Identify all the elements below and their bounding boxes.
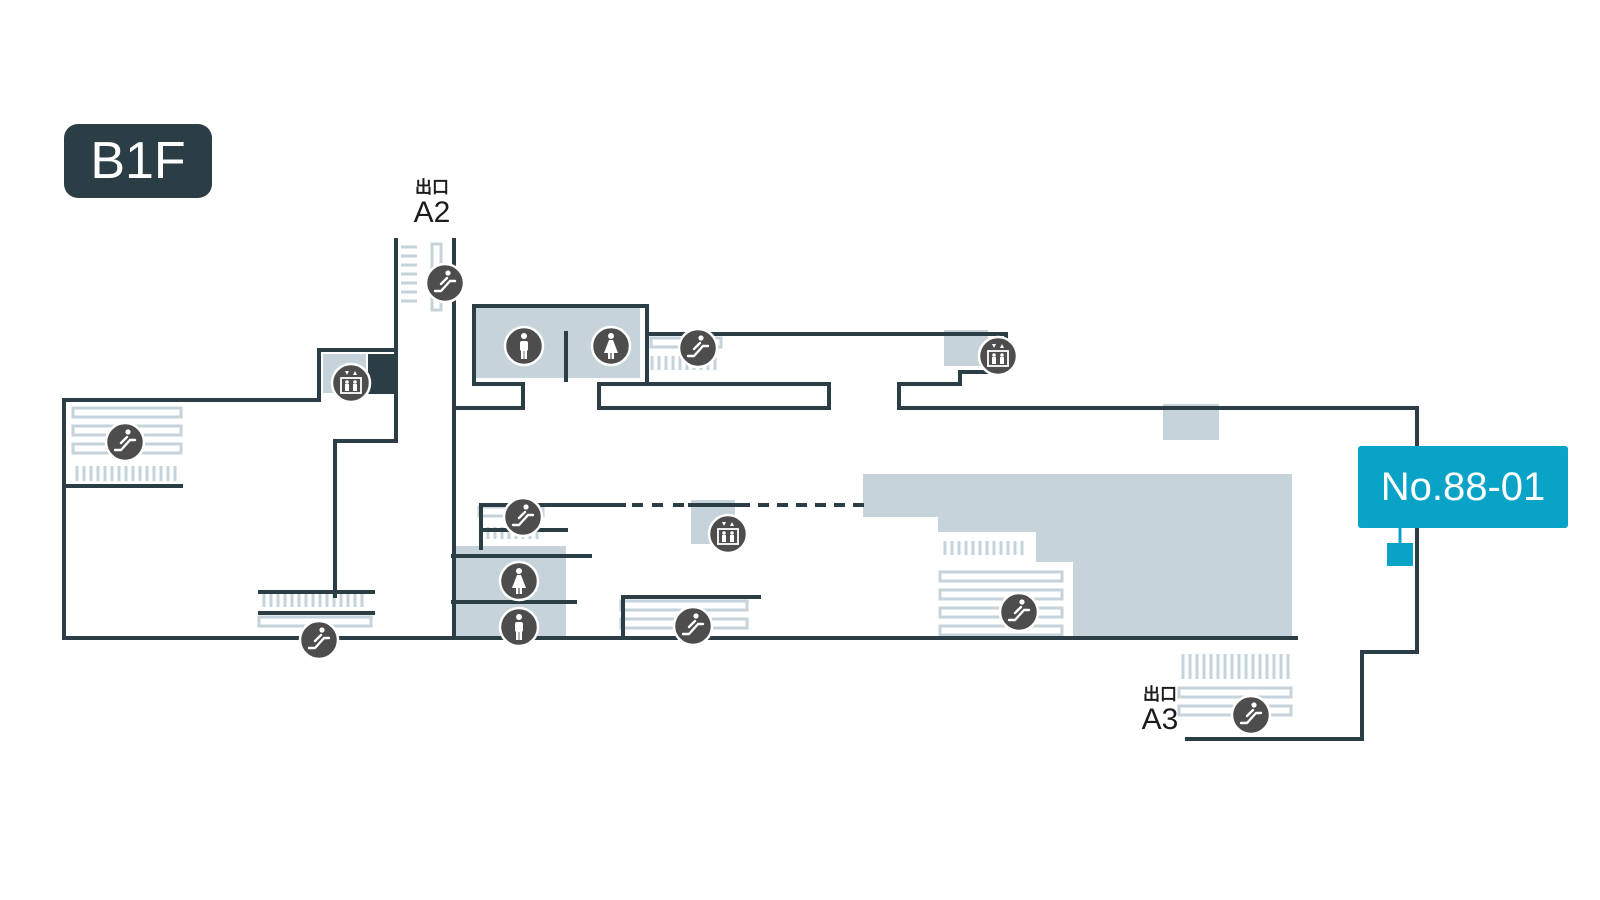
escalator-icon bbox=[104, 421, 146, 463]
locker-marker bbox=[1387, 528, 1413, 566]
restroom-male-icon bbox=[498, 606, 540, 648]
escalator-icon bbox=[502, 496, 544, 538]
escalator-icon bbox=[1230, 694, 1272, 736]
exit-label-code: A3 bbox=[1141, 703, 1179, 736]
zones bbox=[323, 306, 1292, 638]
restroom-female-icon bbox=[498, 560, 540, 602]
elevator-icon bbox=[707, 513, 749, 555]
locker-location-tag: No.88-01 bbox=[1358, 446, 1568, 528]
exit-label-a2: 出口 A2 bbox=[400, 180, 464, 228]
exit-label-a3: 出口 A3 bbox=[1128, 687, 1192, 735]
dark-block bbox=[368, 354, 396, 394]
escalator-icon bbox=[672, 605, 714, 647]
restroom-male-icon bbox=[503, 325, 545, 367]
escalator-icon bbox=[998, 591, 1040, 633]
escalator-icon bbox=[298, 619, 340, 661]
exit-label-jp: 出口 bbox=[415, 178, 449, 198]
floor-badge: B1F bbox=[64, 124, 212, 198]
escalator-icon bbox=[424, 262, 466, 304]
stairs-exit-a3 bbox=[1177, 654, 1293, 717]
escalator-icon bbox=[677, 327, 719, 369]
concourse-zone bbox=[863, 474, 1292, 638]
elevator-icon bbox=[977, 335, 1019, 377]
elevator-icon bbox=[330, 362, 372, 404]
restroom-female-icon bbox=[590, 325, 632, 367]
exit-label-jp: 出口 bbox=[1143, 685, 1177, 705]
exit-label-code: A2 bbox=[413, 196, 451, 229]
